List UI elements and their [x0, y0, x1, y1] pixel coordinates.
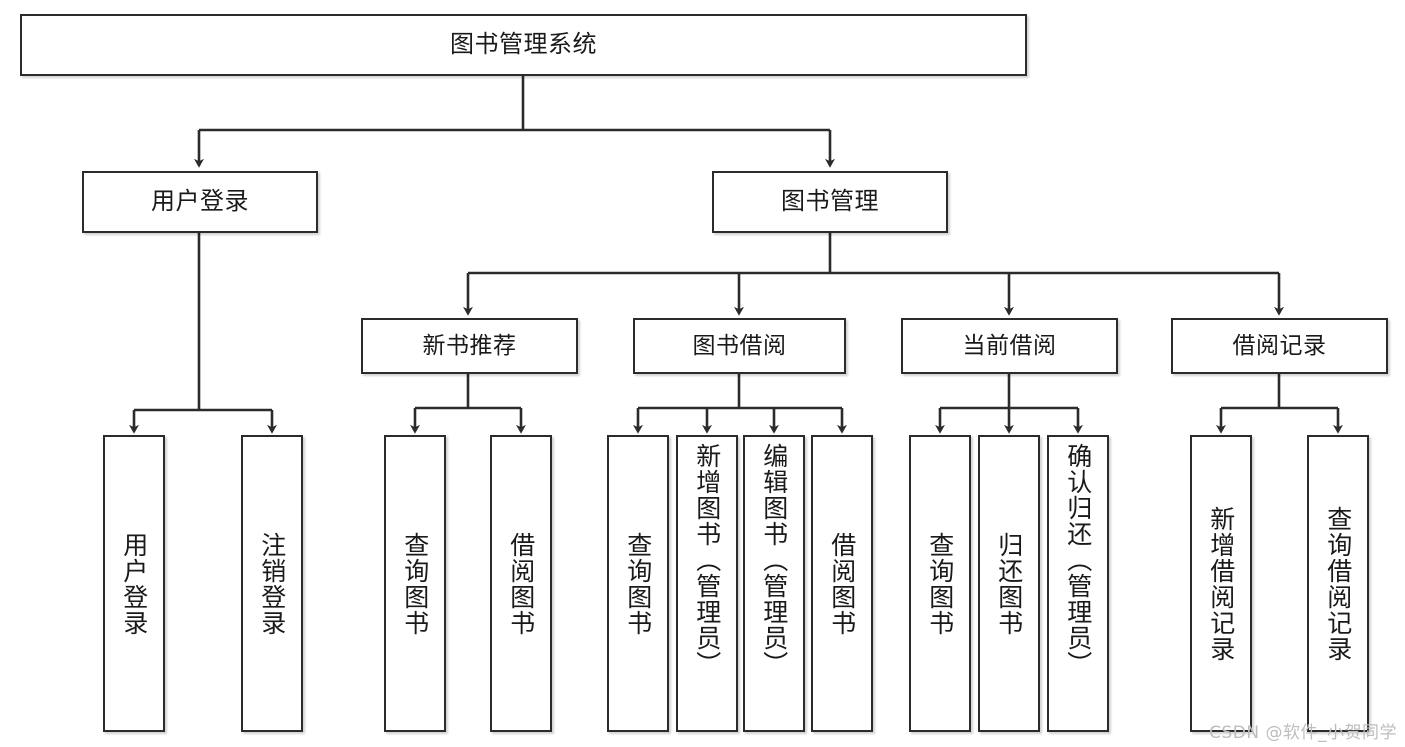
node-label: 借阅图书 [827, 531, 857, 636]
node-label: 归还图书 [994, 531, 1024, 636]
node-label: 借阅记录 [1232, 332, 1327, 359]
leaf-recommend-borrow-book[interactable]: 借阅图书 [490, 435, 552, 732]
leaf-user-login-logout[interactable]: 注销登录 [241, 435, 303, 732]
node-label: 图书管理 [781, 187, 879, 216]
node-label: 查询借阅记录 [1323, 505, 1353, 662]
node-borrow-record[interactable]: 借阅记录 [1171, 318, 1388, 374]
leaf-borrow-add-book-admin[interactable]: 新增图书（管理员） [676, 435, 738, 732]
leaf-record-query-record[interactable]: 查询借阅记录 [1307, 435, 1369, 732]
node-label: 图书管理系统 [450, 30, 597, 59]
watermark-text: CSDN @软件_小贺同学 [1209, 723, 1397, 743]
node-user-login[interactable]: 用户登录 [82, 171, 318, 233]
node-label: 确认归还（管理员） [1063, 443, 1093, 677]
node-label: 借阅图书 [506, 531, 536, 636]
node-label: 查询图书 [400, 531, 430, 636]
leaf-current-confirm-return-admin[interactable]: 确认归还（管理员） [1047, 435, 1109, 732]
node-label: 新增借阅记录 [1206, 505, 1236, 662]
node-root-system[interactable]: 图书管理系统 [20, 14, 1027, 76]
node-label: 图书借阅 [692, 332, 787, 359]
leaf-borrow-edit-book-admin[interactable]: 编辑图书（管理员） [743, 435, 805, 732]
leaf-current-return-book[interactable]: 归还图书 [978, 435, 1040, 732]
leaf-current-query-book[interactable]: 查询图书 [909, 435, 971, 732]
node-label: 当前借阅 [962, 332, 1057, 359]
leaf-recommend-query-book[interactable]: 查询图书 [384, 435, 446, 732]
node-book-management[interactable]: 图书管理 [712, 171, 948, 233]
node-label: 新书推荐 [422, 332, 517, 359]
leaf-record-add-record[interactable]: 新增借阅记录 [1190, 435, 1252, 732]
node-book-borrow[interactable]: 图书借阅 [633, 318, 846, 374]
leaf-user-login-signin[interactable]: 用户登录 [103, 435, 165, 732]
node-label: 注销登录 [257, 531, 287, 636]
node-label: 用户登录 [151, 187, 249, 216]
node-label: 编辑图书（管理员） [759, 443, 789, 677]
node-current-borrow[interactable]: 当前借阅 [901, 318, 1118, 374]
node-label: 查询图书 [925, 531, 955, 636]
node-new-book-recommend[interactable]: 新书推荐 [361, 318, 578, 374]
node-label: 查询图书 [623, 531, 653, 636]
leaf-borrow-borrow-book[interactable]: 借阅图书 [811, 435, 873, 732]
node-label: 新增图书（管理员） [692, 443, 722, 677]
node-label: 用户登录 [119, 531, 149, 636]
leaf-borrow-query-book[interactable]: 查询图书 [607, 435, 669, 732]
